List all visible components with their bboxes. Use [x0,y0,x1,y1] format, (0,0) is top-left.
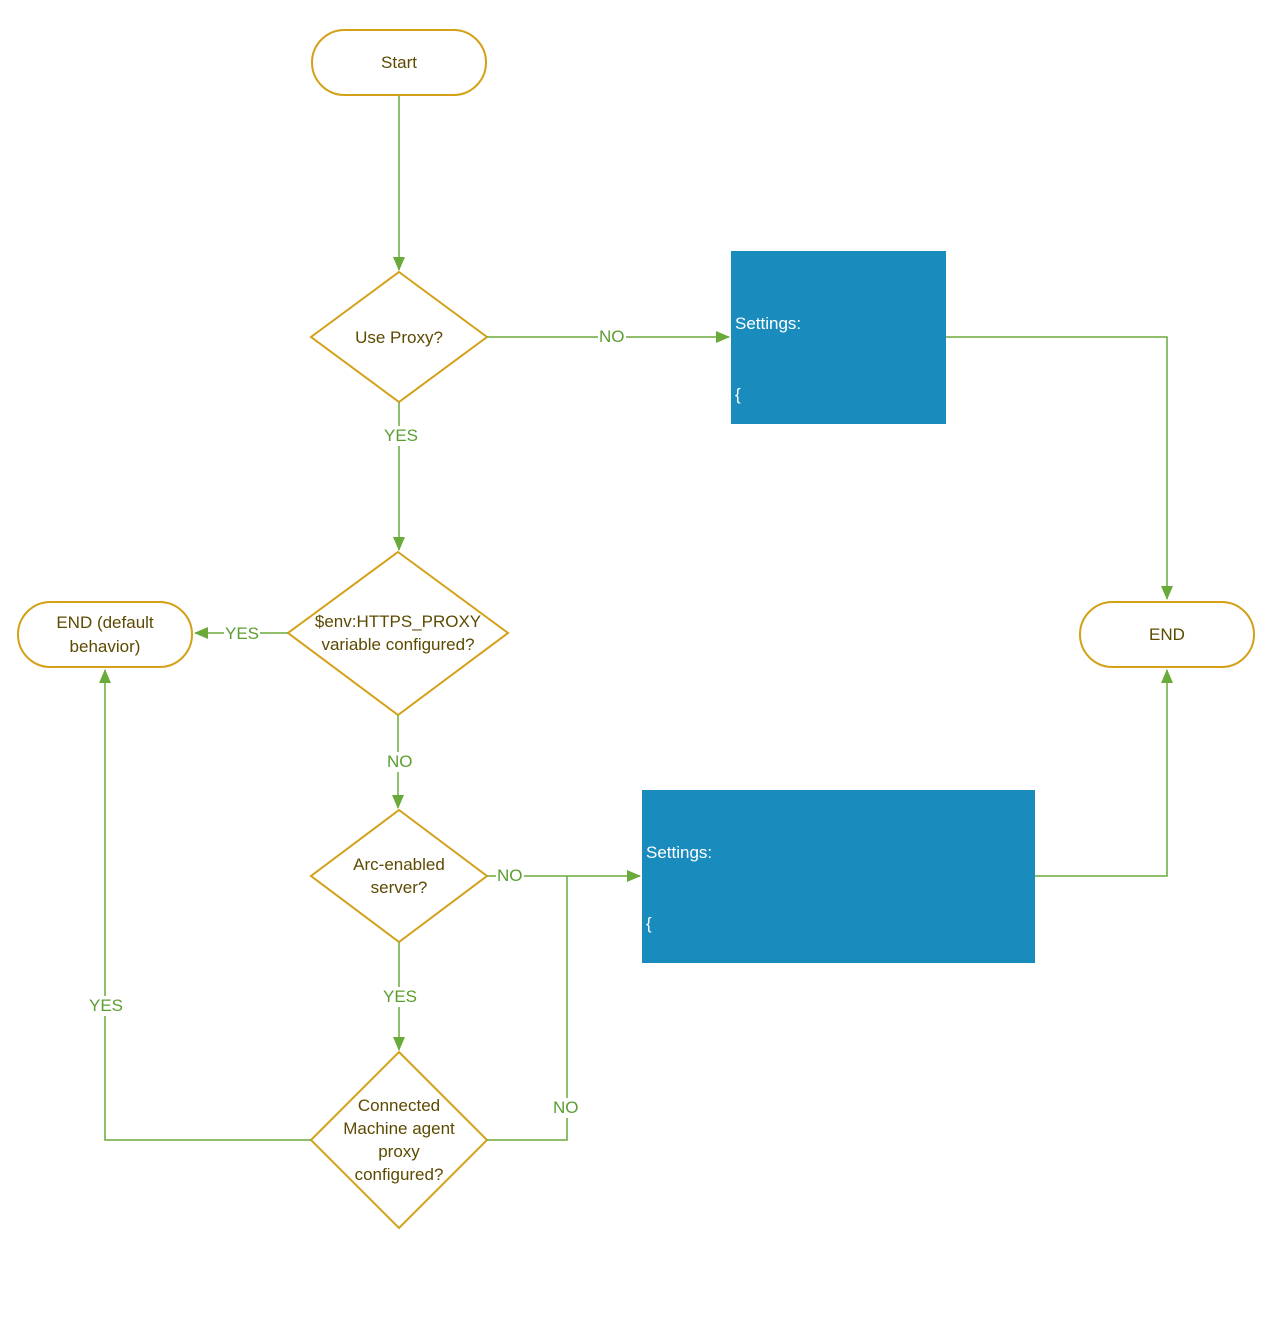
start-terminal: Start [311,29,487,96]
settings-line: “mode”: “application”, [646,1056,850,1076]
edge-label-https-proxy-yes: YES [224,624,261,644]
end-default-label: END (default behavior) [56,612,154,656]
settings-line: Settings: [646,842,713,862]
settings-line: } [735,670,741,690]
connector-agent-yes [99,669,311,1141]
edge-label-use-proxy-no: NO [598,327,626,347]
settings-line: } [646,1270,652,1290]
agent-proxy-label: Connected Machine agent proxy configured… [343,1096,455,1184]
start-label: Start [381,52,417,72]
use-proxy-label: Use Proxy? [355,327,443,347]
arc-enabled-label: Arc-enabled server? [353,855,445,897]
https-proxy-label: $env:HTTPS_PROXY variable configured? [314,612,482,654]
settings-line: “mode”: “none” [735,527,895,547]
settings-line: { [735,384,741,404]
edge-label-agent-no: NO [552,1098,580,1118]
flowchart-connectors [99,96,1173,1230]
settings-line: “proxy”: { [735,456,818,476]
settings-proxy-none-box: Settings: { “proxy”: { “mode”: “none” } … [731,251,946,690]
settings-line: Settings: [735,313,802,333]
connector-agent-no [487,876,568,1141]
settings-proxy-application-box: Settings: { “proxy”: { “mode”: “applicat… [642,790,1035,1290]
settings-line: } [735,599,770,619]
settings-line: “address”: “http://myproxy.com:7777” [646,1128,966,1148]
settings-line: { [646,913,652,933]
end-terminal: END [1079,601,1255,668]
connector-settings-none-to-end [946,336,1173,600]
end-label: END [1149,624,1185,644]
edge-label-arc-no: NO [496,866,524,886]
edge-label-arc-yes: YES [382,987,419,1007]
edge-label-agent-yes: YES [88,996,125,1016]
end-default-terminal: END (default behavior) [17,601,193,668]
connector-settings-app-to-end [1035,669,1173,877]
agent-proxy-diamond [309,1050,489,1230]
settings-line: “proxy”: { [646,985,729,1005]
edge-label-https-proxy-no: NO [386,752,414,772]
edge-label-use-proxy-yes: YES [383,426,420,446]
settings-line: } [646,1199,676,1219]
